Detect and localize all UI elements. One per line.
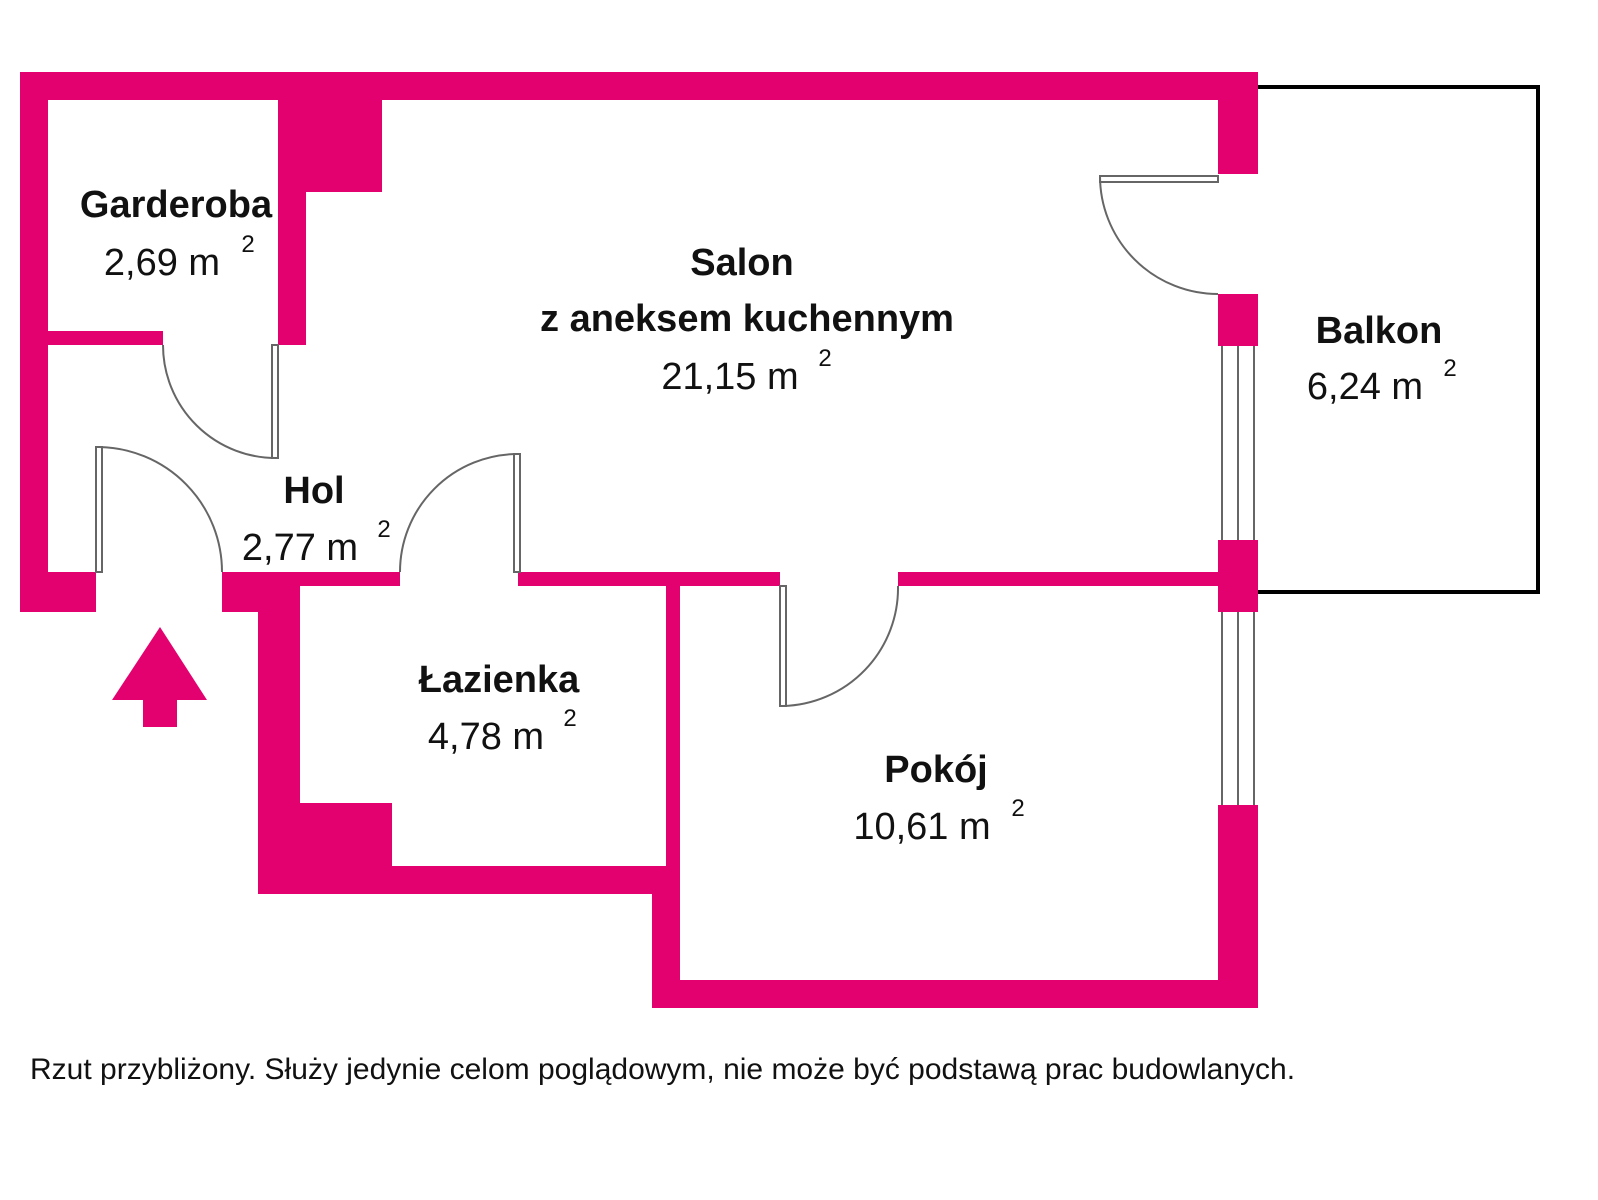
- room-door: [779, 585, 900, 707]
- garderoba-door: [162, 344, 279, 460]
- bathroom-door: [399, 453, 521, 573]
- room-name-garderoba: Garderoba: [80, 184, 273, 226]
- room-name-balkon: Balkon: [1316, 310, 1443, 352]
- room-pokoj: Pokój 10,61 m 2: [853, 749, 1024, 848]
- balcony-outline: [1258, 85, 1540, 594]
- room-hol: Hol 2,77 m 2: [242, 470, 391, 569]
- room-name-salon-line2: z aneksem kuchennym: [540, 298, 954, 340]
- entrance-door: [95, 446, 223, 573]
- room-area-lazienka: 4,78 m: [428, 716, 544, 758]
- area-exponent: 2: [563, 705, 576, 732]
- room-name-pokoj: Pokój: [884, 749, 987, 791]
- disclaimer-text: Rzut przybliżony. Służy jedynie celom po…: [30, 1053, 1296, 1086]
- up-arrow-icon: [112, 627, 207, 727]
- room-area-pokoj: 10,61 m: [853, 806, 990, 848]
- room-salon: Salon z aneksem kuchennym 21,15 m 2: [540, 242, 954, 398]
- doors: [95, 175, 1219, 707]
- room-area-salon: 21,15 m: [661, 356, 798, 398]
- room-lazienka: Łazienka 4,78 m 2: [419, 659, 580, 758]
- room-name-salon: Salon: [690, 242, 793, 284]
- balcony-door: [1099, 175, 1219, 295]
- room-name-lazienka: Łazienka: [419, 659, 580, 701]
- room-area-garderoba: 2,69 m: [104, 242, 220, 284]
- area-exponent: 2: [1011, 795, 1024, 822]
- area-exponent: 2: [818, 345, 831, 372]
- room-balkon: Balkon 6,24 m 2: [1307, 310, 1457, 408]
- room-name-hol: Hol: [283, 470, 344, 512]
- walls: [20, 72, 1258, 1008]
- room-area-balkon: 6,24 m: [1307, 366, 1423, 408]
- area-exponent: 2: [377, 516, 390, 543]
- room-garderoba: Garderoba 2,69 m 2: [80, 184, 273, 284]
- area-exponent: 2: [241, 231, 254, 258]
- windows: [1221, 346, 1255, 805]
- room-area-hol: 2,77 m: [242, 527, 358, 569]
- area-exponent: 2: [1443, 355, 1456, 382]
